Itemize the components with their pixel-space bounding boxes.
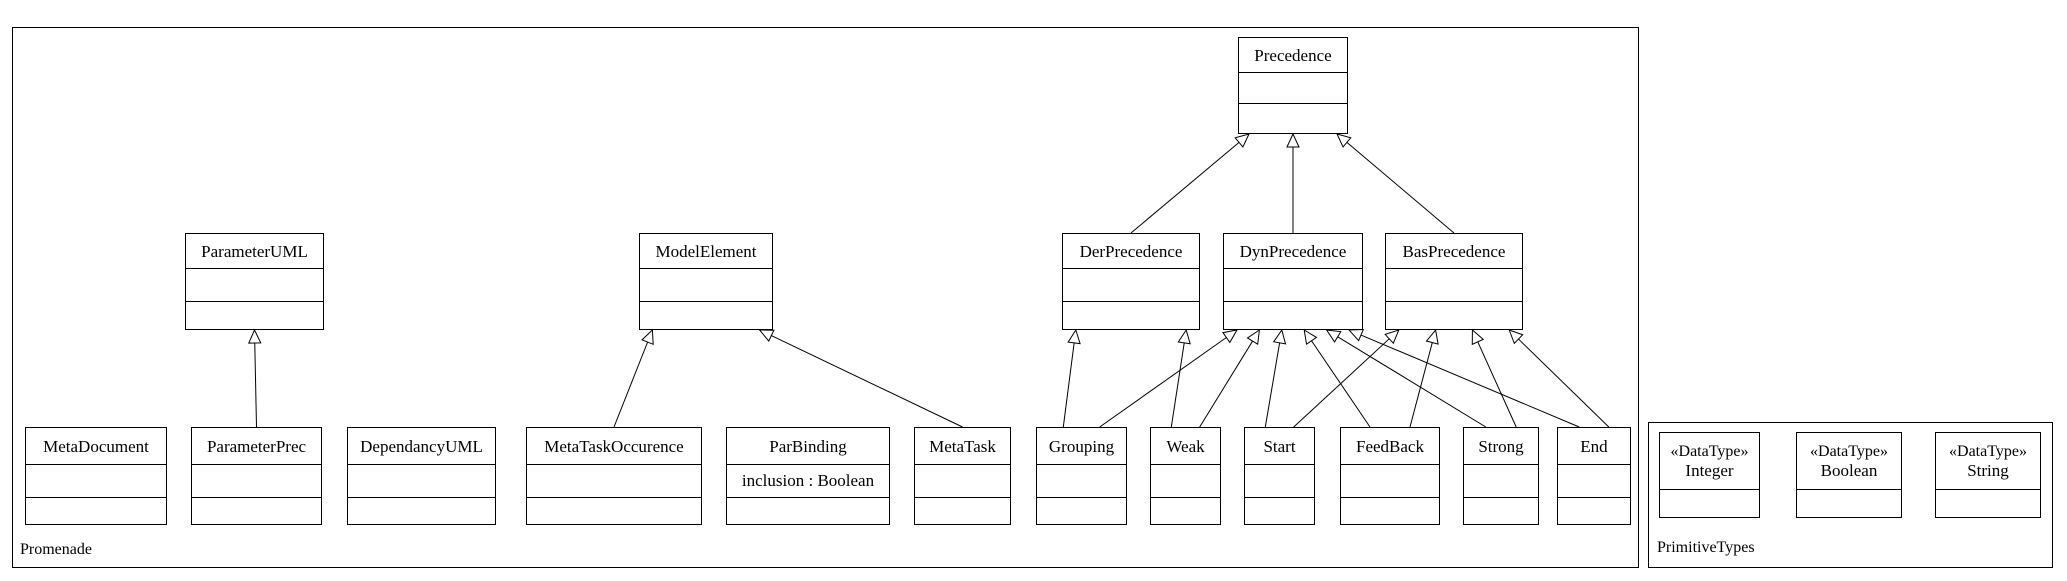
class-name: Weak — [1166, 436, 1205, 456]
class-name: String — [1967, 461, 2009, 480]
class-parameter-prec[interactable]: ParameterPrec — [191, 427, 322, 525]
class-name: ModelElement — [655, 241, 757, 261]
class-grouping[interactable]: Grouping — [1036, 427, 1127, 525]
class-meta-document[interactable]: MetaDocument — [25, 427, 167, 525]
operations-section — [1558, 497, 1630, 524]
class-feedback[interactable]: FeedBack — [1340, 427, 1440, 525]
class-name: DependancyUML — [360, 436, 483, 456]
class-end[interactable]: End — [1557, 427, 1631, 525]
attributes-section — [915, 464, 1010, 497]
operations-section — [1245, 497, 1314, 524]
datatype-integer[interactable]: «DataType» Integer — [1659, 432, 1760, 518]
attribute-inclusion: inclusion : Boolean — [727, 464, 889, 497]
class-name: DerPrecedence — [1079, 241, 1183, 261]
operations-section — [527, 497, 701, 524]
class-name: ParBinding — [769, 436, 847, 456]
class-dyn-precedence[interactable]: DynPrecedence — [1223, 233, 1363, 330]
class-name: Integer — [1685, 461, 1734, 480]
operations-section — [915, 497, 1010, 524]
operations-section — [727, 497, 889, 524]
class-name: MetaTask — [929, 436, 996, 456]
attributes-section — [1224, 268, 1362, 301]
attributes-section — [1464, 464, 1538, 497]
class-der-precedence[interactable]: DerPrecedence — [1062, 233, 1200, 330]
attributes-section — [1239, 72, 1347, 103]
operations-section — [1151, 497, 1220, 524]
class-name: Precedence — [1254, 45, 1332, 65]
class-weak[interactable]: Weak — [1150, 427, 1221, 525]
class-header: «DataType» String — [1936, 433, 2040, 489]
operations-section — [186, 301, 323, 329]
operations-section — [1464, 497, 1538, 524]
stereotype-label: «DataType» — [1810, 443, 1888, 460]
attributes-section — [1386, 268, 1522, 301]
operations-section — [1386, 301, 1522, 329]
class-name: Grouping — [1048, 436, 1115, 456]
attributes-section — [1151, 464, 1220, 497]
class-meta-task[interactable]: MetaTask — [914, 427, 1011, 525]
attributes-section — [1063, 268, 1199, 301]
attributes-section — [527, 464, 701, 497]
class-start[interactable]: Start — [1244, 427, 1315, 525]
class-name: BasPrecedence — [1402, 241, 1506, 261]
class-name: MetaTaskOccurence — [544, 436, 684, 456]
stereotype-label: «DataType» — [1670, 443, 1749, 460]
class-name: Start — [1263, 436, 1296, 456]
attributes-section — [1558, 464, 1630, 497]
class-bas-precedence[interactable]: BasPrecedence — [1385, 233, 1523, 330]
attributes-section — [1797, 489, 1901, 517]
attributes-section — [1341, 464, 1439, 497]
class-name: MetaDocument — [43, 436, 149, 456]
class-name: FeedBack — [1356, 436, 1424, 456]
class-name: Boolean — [1820, 461, 1878, 480]
attributes-section — [348, 464, 495, 497]
class-model-element[interactable]: ModelElement — [639, 233, 773, 330]
package-label: PrimitiveTypes — [1657, 539, 1755, 556]
class-name: DynPrecedence — [1239, 241, 1347, 261]
stereotype-label: «DataType» — [1949, 443, 2027, 460]
class-header: «DataType» Boolean — [1797, 433, 1901, 489]
class-par-binding[interactable]: ParBinding inclusion : Boolean — [726, 427, 890, 525]
class-name: ParameterPrec — [206, 436, 307, 456]
operations-section — [1239, 103, 1347, 133]
class-strong[interactable]: Strong — [1463, 427, 1539, 525]
class-name: End — [1580, 436, 1608, 456]
class-name: ParameterUML — [201, 241, 308, 261]
operations-section — [1063, 301, 1199, 329]
operations-section — [1341, 497, 1439, 524]
datatype-boolean[interactable]: «DataType» Boolean — [1796, 432, 1902, 518]
operations-section — [26, 497, 166, 524]
attributes-section — [1245, 464, 1314, 497]
datatype-string[interactable]: «DataType» String — [1935, 432, 2041, 518]
operations-section — [192, 497, 321, 524]
attributes-section — [1660, 489, 1759, 517]
class-parameter-uml[interactable]: ParameterUML — [185, 233, 324, 330]
attributes-section — [192, 464, 321, 497]
operations-section — [348, 497, 495, 524]
attributes-section — [640, 268, 772, 301]
class-meta-task-occurence[interactable]: MetaTaskOccurence — [526, 427, 702, 525]
attributes-section — [26, 464, 166, 497]
attributes-section — [1037, 464, 1126, 497]
class-precedence[interactable]: Precedence — [1238, 37, 1348, 134]
operations-section — [640, 301, 772, 329]
operations-section — [1224, 301, 1362, 329]
class-name: Strong — [1478, 436, 1524, 456]
operations-section — [1037, 497, 1126, 524]
class-dependancy-uml[interactable]: DependancyUML — [347, 427, 496, 525]
package-label: Promenade — [20, 541, 92, 558]
class-header: «DataType» Integer — [1660, 433, 1759, 489]
attributes-section — [186, 268, 323, 301]
attributes-section — [1936, 489, 2040, 517]
